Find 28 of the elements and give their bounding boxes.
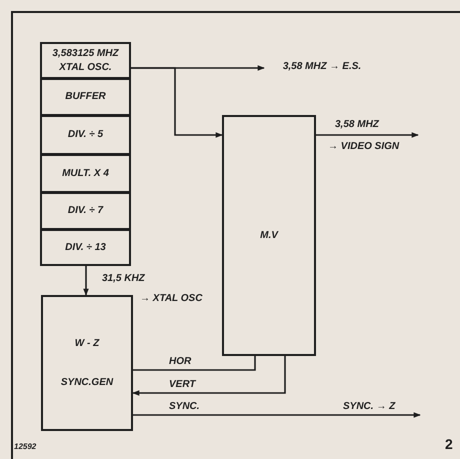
sync-generator-box <box>41 295 133 431</box>
signal-label: SYNC. → Z <box>343 401 396 413</box>
node-label: DIV. ÷ 13 <box>65 240 106 254</box>
node-label: 3,583125 MHZ XTAL OSC. <box>51 47 120 74</box>
node-label: SYNC.GEN <box>60 376 114 390</box>
multiplier-box <box>40 154 131 193</box>
figure-code: 12592 <box>14 442 36 452</box>
node-label: BUFFER <box>65 90 106 104</box>
node-label: DIV. ÷ 5 <box>68 128 104 142</box>
signal-label: → VIDEO SIGN <box>328 141 400 153</box>
node-label: W - Z <box>74 336 100 350</box>
arrow <box>132 356 286 396</box>
signal-label: → XTAL OSC <box>140 293 202 305</box>
node-label: DIV. ÷ 7 <box>68 204 104 218</box>
edge-label: 31,5 KHZ <box>101 273 146 285</box>
node-label: MULT. X 4 <box>62 166 109 180</box>
figure-number: 2 <box>445 436 453 453</box>
process-box <box>222 115 316 356</box>
oscillator-box <box>40 42 131 79</box>
arrow <box>83 266 89 296</box>
buffer-box <box>40 78 131 116</box>
arrow <box>316 132 419 138</box>
connector-line <box>133 356 256 371</box>
node-label: M.V <box>260 228 278 242</box>
node-label: 3,58 MHZ → E.S. <box>282 60 362 74</box>
arrow <box>133 412 421 418</box>
edge-label: 3,58 MHZ <box>334 119 380 131</box>
arrow <box>131 67 223 138</box>
